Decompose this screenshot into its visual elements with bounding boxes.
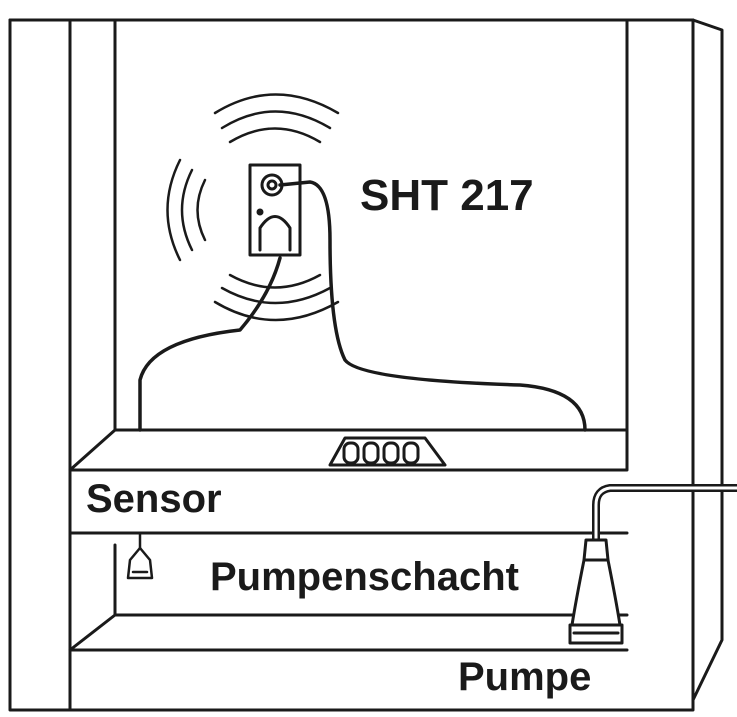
shaft-label: Pumpenschacht	[210, 555, 519, 599]
sensor-label: Sensor	[86, 477, 222, 521]
device-label: SHT 217	[360, 171, 534, 220]
float-sensor-icon	[126, 531, 154, 580]
pump-label: Pumpe	[458, 655, 591, 699]
sht217-device	[248, 163, 302, 257]
cabinet-frame	[8, 18, 724, 712]
pump-shaft	[68, 531, 629, 652]
drain-grate	[328, 436, 447, 467]
sensor-cable	[138, 180, 587, 432]
pump-icon	[568, 484, 737, 645]
signal-waves-icon	[166, 93, 340, 322]
